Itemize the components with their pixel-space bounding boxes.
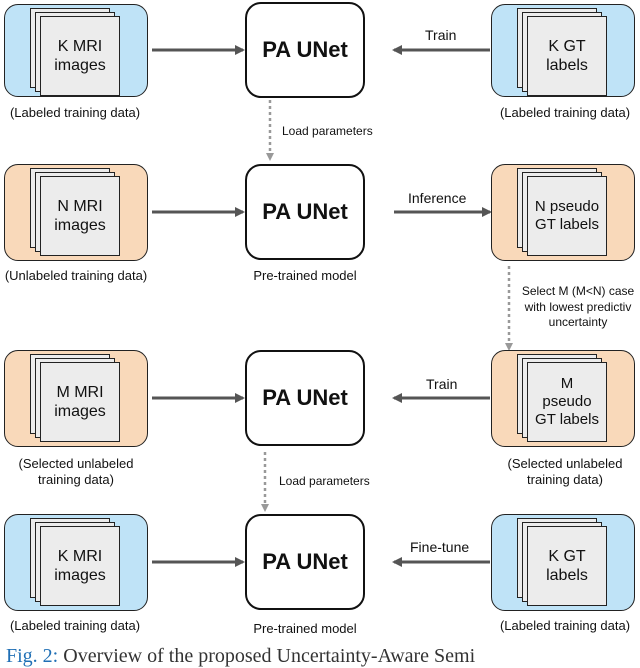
stack-sheet xyxy=(527,362,607,442)
figure-caption-text: Overview of the proposed Uncertainty-Awa… xyxy=(58,645,476,667)
left-sheet-label-row1: K MRI images xyxy=(54,37,106,74)
model-box-row4: PA UNet xyxy=(245,514,365,610)
model-box-row3: PA UNet xyxy=(245,350,365,446)
stack-sheet xyxy=(40,526,120,606)
stack-sheet xyxy=(40,16,120,96)
edge-label-row2: Inference xyxy=(408,190,467,206)
right-caption-row1: (Labeled training data) xyxy=(499,105,631,120)
left-caption-row4: (Labeled training data) xyxy=(9,618,141,633)
right-sheet-label-row2: N pseudo GT labels xyxy=(534,198,600,233)
stack-sheet xyxy=(40,362,120,442)
edge-label-row4: Fine-tune xyxy=(410,539,470,555)
model-caption-row4: Pre-trained model xyxy=(253,621,357,636)
left-sheet-label-row2: N MRI images xyxy=(54,197,106,234)
left-sheet-label-row4: K MRI images xyxy=(54,547,106,584)
right-caption-row4: (Labeled training data) xyxy=(499,618,631,633)
stack-sheet xyxy=(40,176,120,256)
selection-label: Select M (M<N) case with lowest predicti… xyxy=(521,284,635,330)
load-parameters-label-2: Load parameters xyxy=(279,474,370,488)
left-sheet-label-row3: M MRI images xyxy=(54,383,106,420)
model-box-row2: PA UNet xyxy=(245,164,365,260)
right-sheet-label-row4: K GT labels xyxy=(546,547,588,584)
model-caption-row2: Pre-trained model xyxy=(253,268,357,283)
figure-number: Fig. 2: xyxy=(6,645,59,667)
right-caption-row3: (Selected unlabeled training data) xyxy=(507,456,623,488)
edge-label-row3: Train xyxy=(426,376,458,392)
stack-sheet xyxy=(527,176,607,256)
stack-sheet xyxy=(527,16,607,96)
figure-caption: Fig. 2: Overview of the proposed Uncerta… xyxy=(6,645,475,668)
left-caption-row1: (Labeled training data) xyxy=(9,105,141,120)
stack-sheet xyxy=(527,526,607,606)
model-box-row1: PA UNet xyxy=(245,2,365,98)
left-caption-row3: (Selected unlabeled training data) xyxy=(18,456,134,488)
right-sheet-label-row3: M pseudo GT labels xyxy=(535,375,599,428)
right-sheet-label-row1: K GT labels xyxy=(546,37,588,74)
edge-label-row1: Train xyxy=(425,27,457,43)
left-caption-row2: (Unlabeled training data) xyxy=(4,268,148,283)
load-parameters-label-1: Load parameters xyxy=(282,124,373,138)
